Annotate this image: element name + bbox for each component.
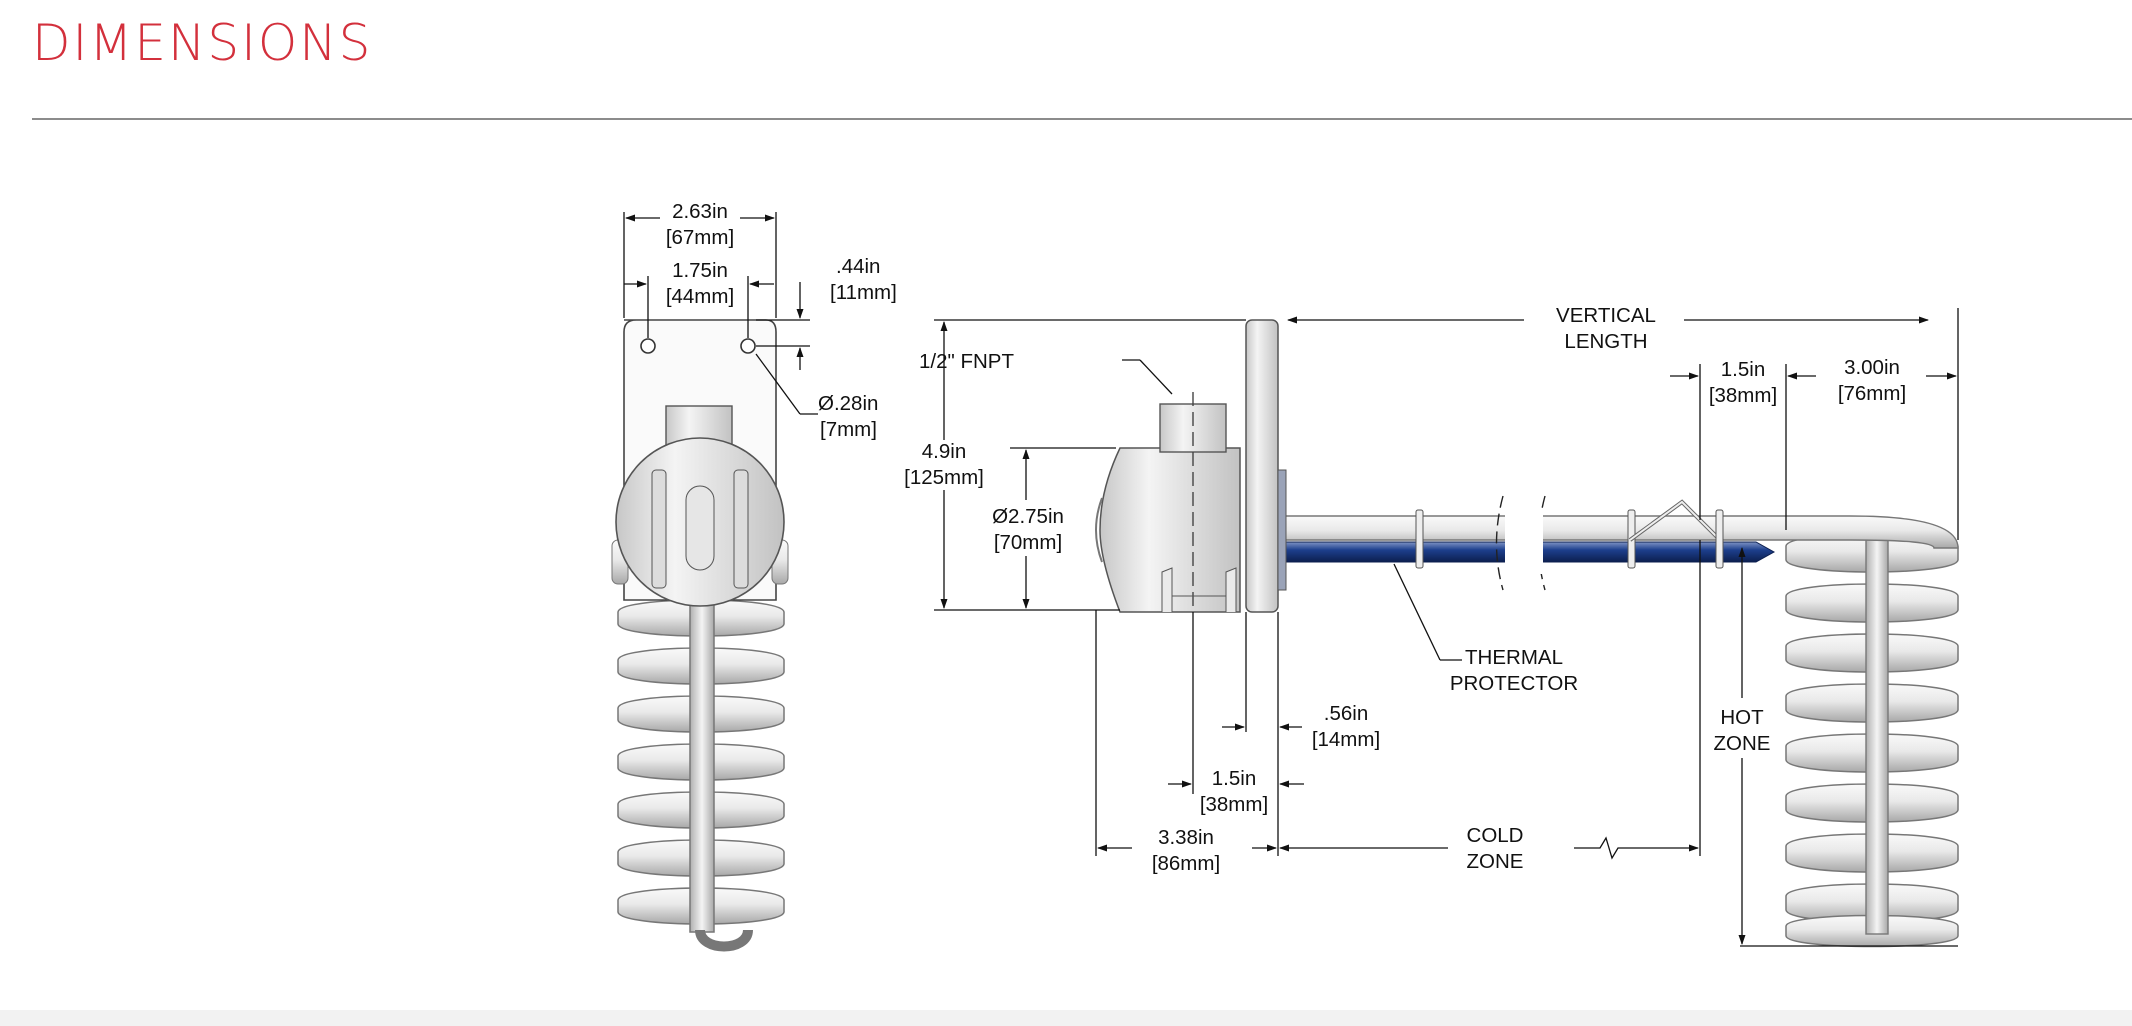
cold-zone-line1: COLD: [1467, 824, 1524, 847]
end-view-dimensions: [623, 212, 818, 415]
vertical-length-line1: VERTICAL: [1556, 304, 1656, 327]
port-offset-in: 1.5in: [1212, 767, 1256, 790]
end-view-coil: [617, 599, 785, 925]
thermal-protector-line2: PROTECTOR: [1450, 672, 1578, 695]
footer-band: [0, 1010, 2132, 1026]
title-divider: [32, 118, 2132, 120]
thermal-protector-line1: THERMAL: [1465, 646, 1563, 669]
height-mm: [125mm]: [904, 466, 984, 489]
flange-thickness-in: .56in: [1324, 702, 1368, 725]
cold-zone-line2: ZONE: [1467, 850, 1524, 873]
hole-spacing-in: 1.75in: [672, 259, 728, 282]
height-in: 4.9in: [922, 440, 966, 463]
hot-zone-line1: HOT: [1720, 706, 1764, 729]
flange-thickness-mm: [14mm]: [1312, 728, 1380, 751]
hole-offset-mm: [11mm]: [830, 281, 897, 304]
head-dia-mm: [70mm]: [994, 531, 1062, 554]
side-view-labels: 1/2" FNPT 4.9in [125mm] Ø2.75in [70mm] V…: [904, 304, 1906, 875]
mount-hole-right: [740, 338, 756, 354]
coil-dia-in: 3.00in: [1844, 356, 1900, 379]
vertical-length-line2: LENGTH: [1564, 330, 1647, 353]
page-title: DIMENSIONS: [32, 14, 373, 72]
hot-zone-line2: ZONE: [1714, 732, 1771, 755]
outer-width-in: 2.63in: [672, 200, 728, 223]
hole-spacing-mm: [44mm]: [666, 285, 734, 308]
mount-hole-left: [640, 338, 656, 354]
side-view: [1095, 319, 1959, 948]
end-view-labels: 2.63in [67mm] 1.75in [44mm] .44in [11mm]…: [666, 200, 897, 441]
coil-offset-mm: [38mm]: [1709, 384, 1777, 407]
head-length-in: 3.38in: [1158, 826, 1214, 849]
end-view: [611, 319, 789, 952]
hole-dia-mm: [7mm]: [820, 418, 877, 441]
coil-dia-mm: [76mm]: [1838, 382, 1906, 405]
head-length-mm: [86mm]: [1152, 852, 1220, 875]
fnpt-label: 1/2" FNPT: [919, 350, 1014, 373]
port-offset-mm: [38mm]: [1200, 793, 1268, 816]
hole-offset-in: .44in: [836, 255, 880, 278]
head-dia-in: Ø2.75in: [992, 505, 1064, 528]
side-view-dimensions: [934, 308, 1959, 947]
hole-dia-in: Ø.28in: [818, 392, 878, 415]
coil-offset-in: 1.5in: [1721, 358, 1765, 381]
outer-width-mm: [67mm]: [666, 226, 734, 249]
